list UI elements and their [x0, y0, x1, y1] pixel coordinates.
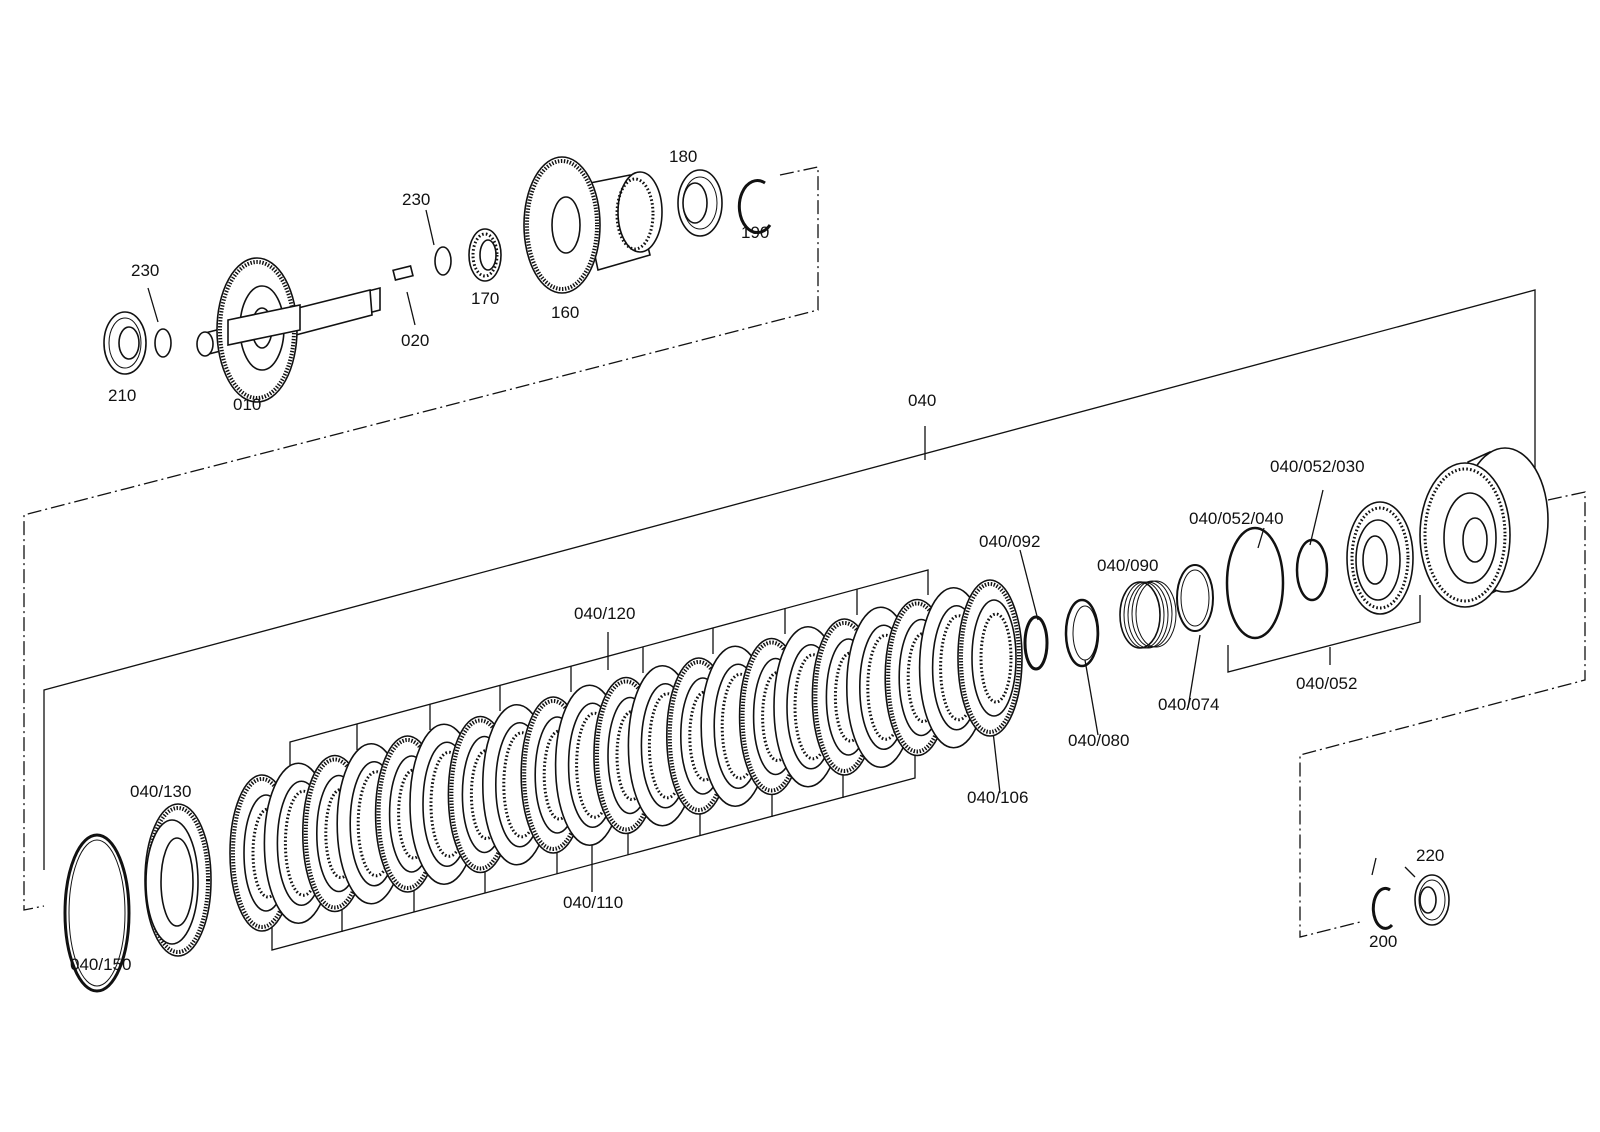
seal-040-052-030 [1295, 538, 1329, 602]
label-040-120: 040/120 [574, 604, 635, 623]
label-040-150: 040/150 [70, 955, 131, 974]
ring-040-074 [1176, 564, 1214, 632]
seal-040-052-040 [1225, 526, 1285, 640]
lined-clutch-disc [957, 579, 1023, 737]
gear-160 [523, 156, 663, 294]
label-040-052-040: 040/052/040 [1189, 509, 1284, 528]
disc-040-080 [1064, 598, 1100, 668]
label-020: 020 [401, 331, 429, 350]
spring-040-090 [1119, 580, 1177, 649]
label-220: 220 [1416, 846, 1444, 865]
piston-040-052 [1346, 501, 1414, 615]
pin-020 [392, 265, 414, 281]
end-plate-040-130 [144, 803, 212, 957]
bearing-220 [1414, 874, 1450, 926]
needle-bearing-170 [468, 228, 502, 282]
snap-ring-230-left [154, 328, 172, 358]
label-200: 200 [1369, 932, 1397, 951]
circlip-190 [737, 179, 772, 235]
bearing-210 [103, 311, 147, 375]
label-040-090: 040/090 [1097, 556, 1158, 575]
label-160: 160 [551, 303, 579, 322]
snap-ring-230-right [434, 246, 452, 276]
label-230-right: 230 [402, 190, 430, 209]
label-040: 040 [908, 391, 936, 410]
label-180: 180 [669, 147, 697, 166]
shaft-gear-010 [196, 257, 381, 403]
label-040-110: 040/110 [563, 893, 623, 912]
label-010: 010 [233, 395, 261, 414]
label-040-106: 040/106 [967, 788, 1028, 807]
o-ring-040-150 [63, 833, 131, 993]
part-labels: 230 210 010 230 020 170 160 180 190 040 … [70, 147, 1444, 974]
label-040-074: 040/074 [1158, 695, 1219, 714]
clutch-pack [229, 579, 1023, 932]
bearing-180 [677, 169, 723, 237]
label-210: 210 [108, 386, 136, 405]
label-230-left: 230 [131, 261, 159, 280]
label-040-052-030: 040/052/030 [1270, 457, 1365, 476]
ring-040-092 [1023, 615, 1049, 671]
label-170: 170 [471, 289, 499, 308]
label-040-052: 040/052 [1296, 674, 1357, 693]
clutch-drum [1419, 447, 1549, 608]
label-040-092: 040/092 [979, 532, 1040, 551]
label-040-130: 040/130 [130, 782, 191, 801]
circlip-200 [1371, 886, 1394, 930]
label-190: 190 [741, 223, 769, 242]
label-040-080: 040/080 [1068, 731, 1129, 750]
